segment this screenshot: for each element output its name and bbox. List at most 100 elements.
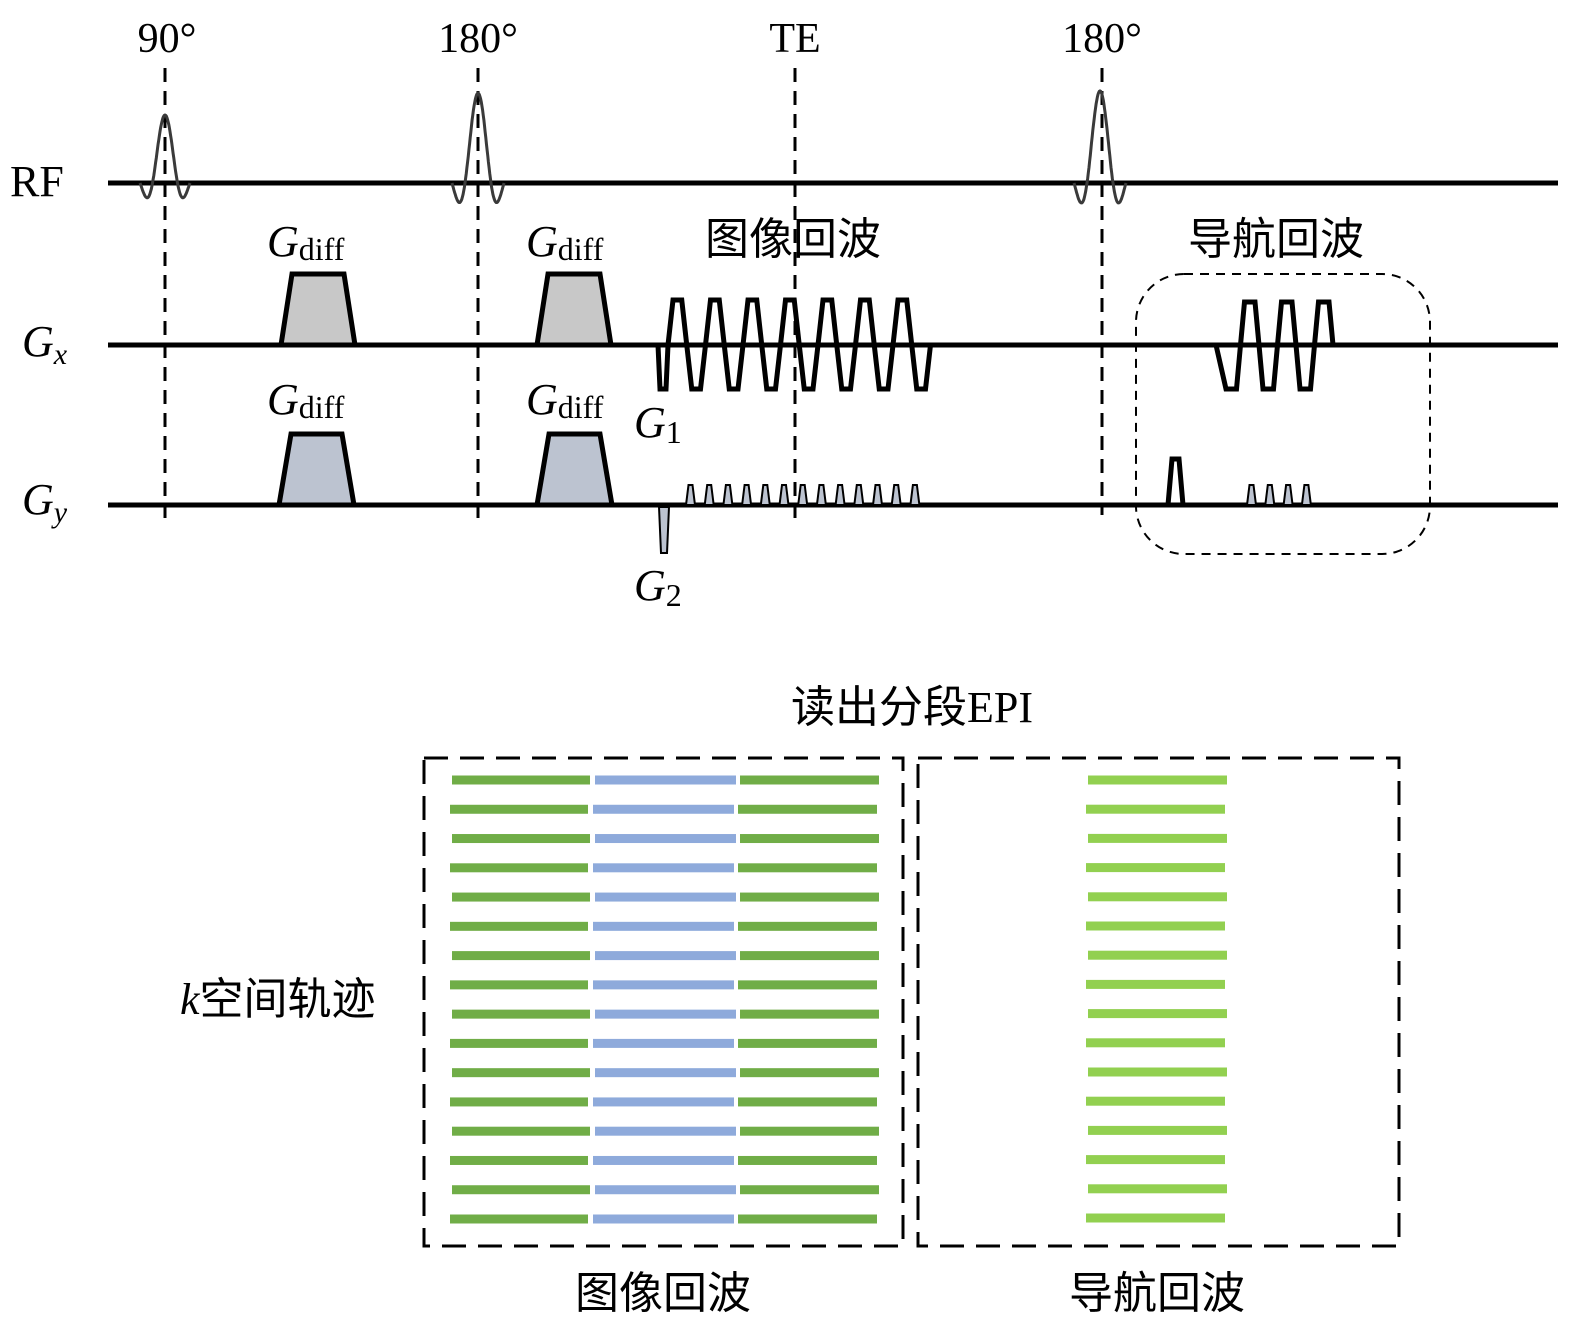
kspace-segment-outer-right (740, 1068, 879, 1078)
kspace-segment-outer-right (740, 1126, 879, 1136)
kspace-line (450, 804, 877, 814)
phase-blip (759, 484, 771, 506)
kspace-segment-outer-right (738, 921, 877, 931)
kspace-line (450, 921, 877, 931)
phase-blip (834, 484, 846, 506)
g1-label: G1 (634, 398, 682, 450)
kspace-line (452, 1185, 879, 1195)
label-90-pulse: 90° (138, 16, 197, 62)
phase-blip (871, 484, 884, 506)
image-echo-kspace-lines (450, 775, 879, 1224)
navigator-kspace-line (1086, 1038, 1225, 1048)
kspace-line (450, 1038, 877, 1048)
navigator-kspace-line (1088, 1009, 1227, 1019)
gdiff-sub: diff (558, 231, 604, 267)
gdiff-label-gy-1: Gdiff (267, 375, 345, 425)
phase-blip (684, 484, 697, 506)
kspace-line (452, 951, 879, 961)
gdiff-base: G (267, 375, 299, 424)
g2-prephaser (657, 506, 671, 554)
kspace-segment-center (595, 951, 736, 961)
phase-blip (778, 484, 790, 506)
kspace-segment-outer-left (452, 1185, 590, 1195)
rf-pulse-180-a (450, 91, 506, 204)
kspace-line (452, 1126, 879, 1136)
kspace-row-label: k空间轨迹 (180, 975, 376, 1024)
kspace-segment-outer-left (452, 1009, 590, 1019)
kspace-segment-center (593, 1038, 734, 1048)
kspace-segment-center (595, 1009, 736, 1019)
kspace-line (450, 863, 877, 873)
kspace-segment-center (593, 921, 734, 931)
navigator-phase-blip (1245, 484, 1258, 506)
gdiff-sub: diff (299, 231, 345, 267)
gdiff-base: G (526, 375, 558, 424)
navigator-kspace-line (1086, 1155, 1225, 1165)
kspace-segment-outer-right (738, 1214, 877, 1224)
kspace-segment-outer-left (452, 775, 590, 785)
phase-blip (703, 484, 715, 506)
gdiff-gx-1 (278, 271, 358, 348)
navigator-echo-box (1135, 273, 1431, 555)
gdiff-label-gx-2: Gdiff (526, 217, 604, 267)
label-180-pulse-a: 180° (438, 16, 518, 62)
kspace-segment-outer-left (450, 921, 588, 931)
g1-base: G (634, 398, 666, 447)
kspace-segment-outer-right (740, 834, 879, 844)
kspace-line (452, 1009, 879, 1019)
rf-pulse-180-b (1072, 89, 1128, 205)
kspace-segment-center (593, 980, 734, 990)
kspace-segment-center (595, 775, 736, 785)
rf-pulse-90 (138, 113, 192, 200)
row-label-gx: Gx (22, 317, 68, 371)
kspace-row-label-text: 空间轨迹 (200, 975, 376, 1024)
phase-blip (797, 484, 809, 506)
gdiff-base: G (267, 217, 299, 266)
navigator-phase-blip (1300, 484, 1313, 506)
kspace-segment-outer-right (740, 1185, 879, 1195)
kspace-line (450, 1097, 877, 1107)
navigator-kspace-lines (1086, 775, 1227, 1223)
kspace-segment-outer-right (740, 892, 879, 902)
kspace-segment-outer-left (450, 863, 588, 873)
label-180-pulse-b: 180° (1062, 16, 1142, 62)
kspace-segment-outer-right (738, 863, 877, 873)
kspace-line (452, 892, 879, 902)
kspace-segment-outer-right (738, 980, 877, 990)
navigator-kspace-line (1088, 1184, 1227, 1194)
image-echo-kspace-panel (422, 756, 905, 1248)
row-label-rf: RF (10, 157, 64, 206)
kspace-segment-outer-left (450, 1097, 588, 1107)
gdiff-gy-2 (534, 431, 615, 508)
kspace-segment-center (593, 1214, 734, 1224)
kspace-segment-outer-left (450, 1155, 588, 1165)
kspace-segment-outer-left (452, 892, 590, 902)
navigator-phase-blip (1264, 484, 1276, 506)
phase-blip (740, 484, 753, 506)
row-label-gy: Gy (22, 475, 68, 529)
kspace-segment-center (593, 863, 734, 873)
kspace-segment-center (595, 1126, 736, 1136)
gdiff-label-gx-1: Gdiff (267, 217, 345, 267)
kspace-segment-outer-right (740, 1009, 879, 1019)
kspace-segment-center (593, 804, 734, 814)
kspace-segment-center (595, 834, 736, 844)
navigator-kspace-line (1086, 1096, 1225, 1106)
navigator-kspace-panel (916, 756, 1401, 1248)
phase-blip (815, 484, 828, 506)
g2-sub: 2 (666, 577, 682, 613)
kspace-line (452, 834, 879, 844)
phase-blip (909, 484, 921, 506)
label-te: TE (769, 16, 820, 62)
kspace-segment-center (593, 1155, 734, 1165)
gy-sub: y (51, 496, 68, 529)
kspace-segment-center (595, 1185, 736, 1195)
gdiff-gy-1 (276, 431, 357, 508)
navigator-kspace-line (1088, 1125, 1227, 1135)
image-echo-section-label: 图像回波 (705, 215, 881, 264)
kspace-segment-center (593, 1097, 734, 1107)
kspace-line (450, 1155, 877, 1165)
kspace-title: 读出分段EPI (791, 683, 1033, 732)
navigator-phase-prephaser (1165, 456, 1186, 508)
phase-blip (722, 484, 734, 506)
